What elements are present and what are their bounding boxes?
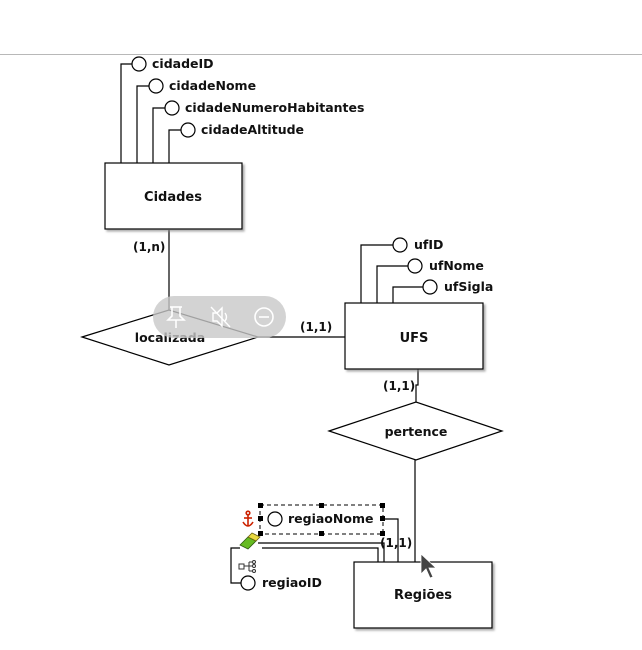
- attribute-cidadeNumeroHabitantes[interactable]: cidadeNumeroHabitantes: [164, 100, 364, 116]
- mouse-pointer-icon: [420, 553, 438, 579]
- connector-ufNome: [376, 265, 408, 303]
- selection-handle[interactable]: [380, 516, 385, 521]
- relationship-pertence-label: pertence: [385, 424, 448, 439]
- connector-ufID: [360, 244, 393, 303]
- window-top-bar: [0, 0, 642, 55]
- attribute-cidadeNome-label: cidadeNome: [169, 78, 256, 93]
- mute-icon[interactable]: [210, 306, 231, 328]
- connector-cidadeID: [120, 63, 132, 163]
- attribute-cidadeNome[interactable]: cidadeNome: [148, 78, 256, 94]
- connector-regiao-group-2: [262, 547, 379, 562]
- attribute-circle: [267, 511, 283, 527]
- relationship-pertence[interactable]: pertence: [327, 401, 504, 461]
- minus-circle-icon[interactable]: [254, 307, 274, 327]
- attribute-circle: [164, 100, 180, 116]
- cardinality-cidades-localizada: (1,n): [133, 240, 165, 254]
- attribute-circle: [131, 56, 147, 72]
- entity-ufs-label: UFS: [400, 331, 429, 346]
- selection-handle[interactable]: [319, 503, 324, 508]
- entity-ufs[interactable]: UFS: [344, 302, 484, 370]
- cardinality-regioes-pertence: (1,1): [380, 536, 412, 550]
- hierarchy-icon[interactable]: [238, 560, 256, 573]
- connector-regiaoID: [230, 547, 241, 584]
- selection-handle[interactable]: [258, 516, 263, 521]
- attribute-ufID[interactable]: ufID: [392, 237, 443, 253]
- selection-handle[interactable]: [258, 503, 263, 508]
- attribute-ufID-label: ufID: [414, 237, 443, 252]
- attribute-circle: [148, 78, 164, 94]
- selection-handle[interactable]: [258, 531, 263, 536]
- attribute-regiaoNome-label: regiaoNome: [288, 511, 373, 526]
- connector-cidadeNome: [136, 85, 149, 163]
- attribute-cidadeAltitude[interactable]: cidadeAltitude: [180, 122, 304, 138]
- eraser-icon[interactable]: [239, 532, 261, 550]
- entity-regioes-label: Regiões: [394, 588, 452, 603]
- connector-regiao-group-1: [258, 542, 385, 562]
- selection-handle[interactable]: [380, 531, 385, 536]
- attribute-circle: [422, 279, 438, 295]
- attribute-regiaoNome[interactable]: regiaoNome: [267, 511, 373, 527]
- edge-ufs-pertence: [415, 369, 419, 402]
- connector-cidadeNumeroHabitantes: [152, 107, 165, 163]
- pin-icon[interactable]: [166, 306, 186, 328]
- attribute-circle: [407, 258, 423, 274]
- floating-toolbar[interactable]: [153, 296, 286, 338]
- attribute-ufNome[interactable]: ufNome: [407, 258, 484, 274]
- cardinality-ufs-localizada: (1,1): [300, 320, 332, 334]
- attribute-regiaoID-label: regiaoID: [262, 575, 322, 590]
- attribute-cidadeAltitude-label: cidadeAltitude: [201, 122, 304, 137]
- connector-regiaoNome: [383, 518, 399, 562]
- selection-handle[interactable]: [380, 503, 385, 508]
- attribute-regiaoID[interactable]: regiaoID: [240, 575, 322, 591]
- attribute-cidadeNumeroHabitantes-label: cidadeNumeroHabitantes: [185, 100, 364, 115]
- attribute-ufSigla-label: ufSigla: [444, 279, 493, 294]
- attribute-circle: [240, 575, 256, 591]
- anchor-icon[interactable]: [242, 510, 254, 527]
- connector-cidadeAltitude: [168, 129, 181, 163]
- cardinality-ufs-pertence: (1,1): [383, 379, 415, 393]
- selection-handle[interactable]: [319, 531, 324, 536]
- entity-cidades[interactable]: Cidades: [104, 162, 243, 230]
- attribute-ufSigla[interactable]: ufSigla: [422, 279, 493, 295]
- attribute-cidadeID[interactable]: cidadeID: [131, 56, 214, 72]
- selection-box-regiaoNome[interactable]: [258, 503, 385, 536]
- attribute-ufNome-label: ufNome: [429, 258, 484, 273]
- entity-cidades-label: Cidades: [144, 190, 202, 205]
- connector-ufSigla: [392, 286, 423, 303]
- attribute-cidadeID-label: cidadeID: [152, 56, 214, 71]
- attribute-circle: [392, 237, 408, 253]
- attribute-circle: [180, 122, 196, 138]
